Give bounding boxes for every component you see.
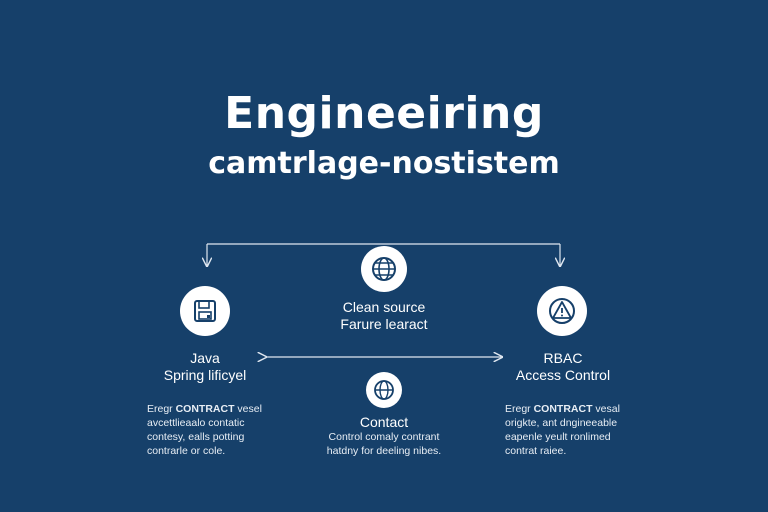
right-desc-line2: origkte, ant dngineeable	[505, 417, 618, 429]
right-desc-line3: eapenle yeult ronlimed	[505, 431, 611, 443]
right-node-description: Eregr CONTRACT vesal origkte, ant dngine…	[505, 402, 620, 458]
left-desc-line4: contrarle or cole.	[147, 445, 226, 457]
right-desc-line1: Eregr CONTRACT vesal	[505, 403, 620, 415]
right-node-label-line1: RBAC	[543, 350, 583, 366]
right-desc-line4: contrat raiee.	[505, 445, 567, 457]
top-node-label-line2: Farure learact	[340, 316, 428, 332]
globe-icon	[372, 257, 396, 281]
bottom-node-label: Contact	[304, 414, 464, 431]
left-desc-line1: Eregr CONTRACT vesel	[147, 403, 262, 415]
right-node-label: RBAC Access Control	[483, 350, 643, 384]
diagram-title: Engineeiring	[224, 88, 544, 139]
top-node-label-line1: Clean source	[342, 299, 426, 315]
left-node-label-line1: Java	[190, 350, 220, 366]
left-node-icon	[180, 286, 230, 336]
bottom-node-description: Control comaly contrant hatdny for deeli…	[284, 430, 484, 458]
bottom-desc-line1: Control comaly contrant	[328, 431, 440, 443]
network-globe-icon	[374, 380, 394, 400]
diagram-subtitle: camtrlage-nostistem	[208, 146, 560, 181]
bottom-node-label-line1: Contact	[359, 414, 409, 430]
warning-triangle-icon	[549, 298, 575, 324]
left-node-description: Eregr CONTRACT vesel avcettlieaalo conta…	[147, 402, 262, 458]
left-node-label-line2: Spring lificyel	[163, 367, 247, 383]
right-node-label-line2: Access Control	[515, 367, 611, 383]
bottom-node-icon	[366, 372, 402, 408]
right-node-icon	[537, 286, 587, 336]
bottom-desc-line2: hatdny for deeling nibes.	[326, 445, 442, 457]
left-desc-line3: contesy, ealls potting	[147, 431, 245, 443]
top-node-label: Clean source Farure learact	[304, 299, 464, 333]
left-node-label: Java Spring lificyel	[125, 350, 285, 384]
floppy-disk-icon	[194, 300, 216, 322]
top-node-icon	[361, 246, 407, 292]
left-desc-line2: avcettlieaalo contatic	[147, 417, 245, 429]
